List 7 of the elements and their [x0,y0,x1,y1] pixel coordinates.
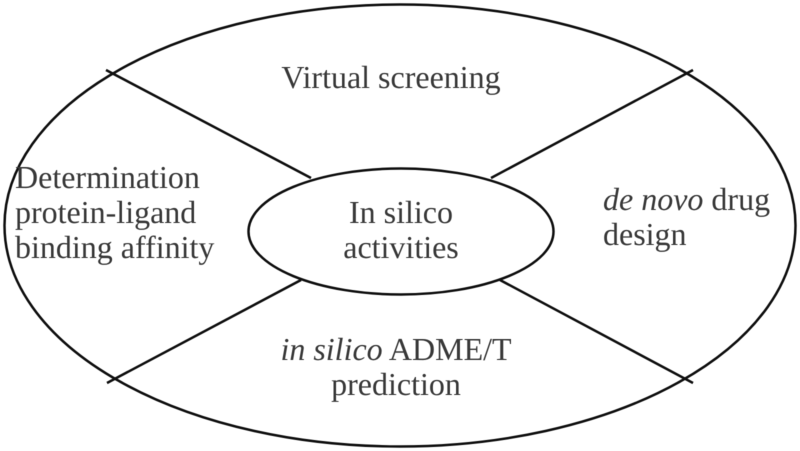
center-label: In silico activities [342,195,460,265]
center-ellipse [247,167,555,296]
sector-label: Virtual screening [241,60,541,95]
sector-label: Determination protein-ligand binding affinity [15,160,230,265]
sector-label: in silico ADME/T prediction [271,332,521,402]
sector-label: de novo drug design [603,182,783,252]
outer-ellipse [3,3,797,448]
